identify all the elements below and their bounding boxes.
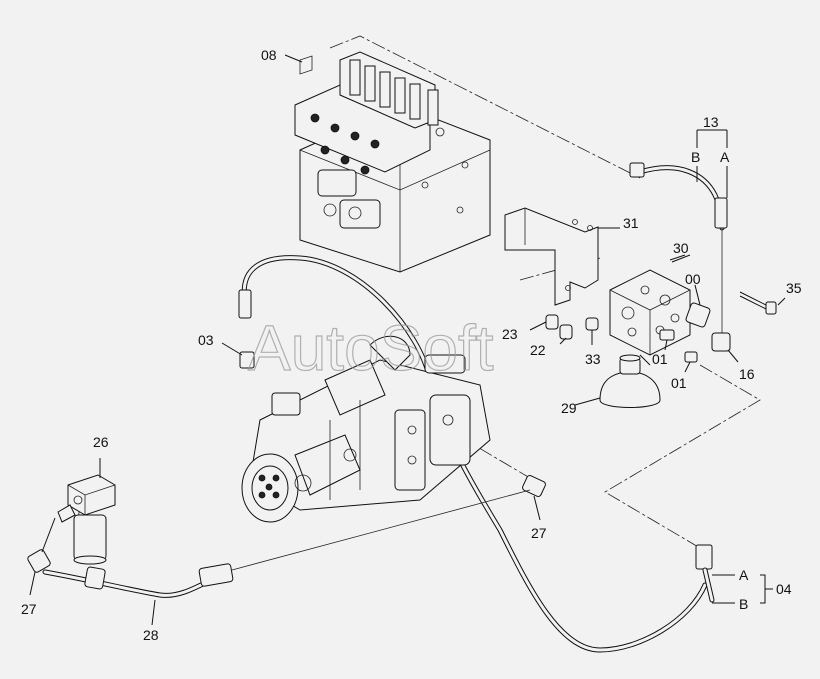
manifold-block-30 <box>609 254 691 356</box>
leader-lines <box>284 54 773 604</box>
callout-04-b: B <box>739 596 748 612</box>
elbow-27-left <box>27 504 76 596</box>
fitting-00 <box>685 284 711 328</box>
plug-33 <box>585 317 599 345</box>
callout-01-a: 01 <box>652 351 668 367</box>
callout-27-left: 27 <box>21 601 37 617</box>
callout-26: 26 <box>93 434 109 450</box>
callout-01-b: 01 <box>671 375 687 391</box>
callout-28: 28 <box>143 627 159 643</box>
hose-13 <box>629 129 728 231</box>
elbow-27-right <box>522 475 546 521</box>
callout-16: 16 <box>739 366 755 382</box>
callout-13-a: A <box>720 149 730 165</box>
callout-04: 04 <box>776 581 792 597</box>
watermark: AutoSoft <box>248 312 494 384</box>
fitting-23 <box>529 314 559 331</box>
fitting-03 <box>221 342 255 369</box>
callout-33: 33 <box>585 351 601 367</box>
callout-30: 30 <box>673 240 689 256</box>
callout-31: 31 <box>623 215 639 231</box>
callout-13-b: B <box>691 149 700 165</box>
callout-00: 00 <box>685 271 701 287</box>
callout-29: 29 <box>561 400 577 416</box>
callout-35: 35 <box>786 280 802 296</box>
accumulator-29 <box>574 354 661 408</box>
filter-26 <box>67 458 116 565</box>
callout-23: 23 <box>502 326 518 342</box>
pump-assembly <box>241 335 491 523</box>
bracket-31 <box>504 207 620 306</box>
hose-28 <box>42 489 531 626</box>
bolt-35 <box>739 291 786 315</box>
fittings-01 <box>659 329 698 373</box>
callout-04-a: A <box>739 567 749 583</box>
callout-13: 13 <box>703 114 719 130</box>
fitting-22 <box>559 324 573 345</box>
control-valve <box>294 51 491 273</box>
callout-22: 22 <box>530 342 546 358</box>
callout-27-right: 27 <box>531 525 547 541</box>
callout-03: 03 <box>198 332 214 348</box>
callout-08: 08 <box>261 47 277 63</box>
fitting-16 <box>711 228 739 363</box>
